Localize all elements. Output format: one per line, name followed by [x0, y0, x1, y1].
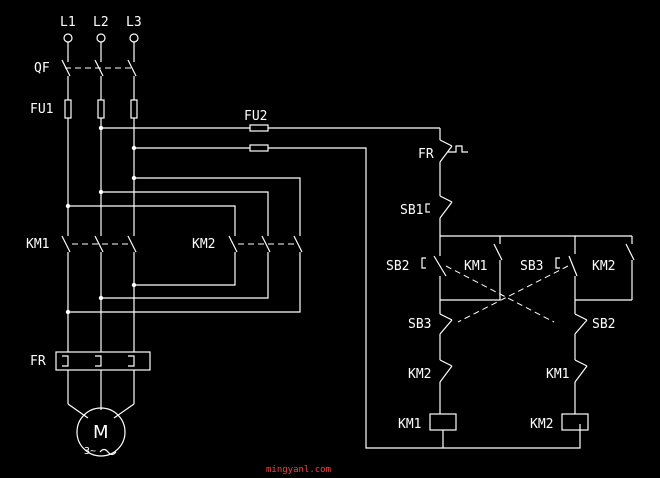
label-qf: QF [34, 61, 50, 76]
label-km1-main: KM1 [26, 237, 49, 252]
km2-main-contacts [228, 235, 303, 253]
label-km2-interlock: KM2 [408, 367, 431, 382]
label-fr-main: FR [30, 354, 46, 369]
label-km2-main: KM2 [192, 237, 215, 252]
thermal-relay-fr [55, 351, 151, 371]
label-sb2-mid: SB2 [592, 317, 615, 332]
fuse-fu2 [249, 124, 269, 132]
fr-nc-contact [439, 139, 468, 196]
label-sb3-mid: SB3 [408, 317, 431, 332]
km2-coil [561, 413, 589, 431]
breaker-qf [61, 42, 137, 100]
label-sb2-top: SB2 [386, 259, 409, 274]
label-km1-coil: KM1 [398, 417, 421, 432]
sb3-start-branch [555, 243, 635, 301]
terminal-l3 [129, 33, 139, 43]
label-km1-interlock: KM1 [546, 367, 569, 382]
terminal-l2 [96, 33, 106, 43]
label-fu2: FU2 [244, 109, 267, 124]
terminal-l1 [63, 33, 73, 43]
label-km2-aux: KM2 [592, 259, 615, 274]
sb2-start-branch [421, 236, 503, 301]
label-fu1: FU1 [30, 102, 53, 117]
motor-symbol [76, 407, 126, 457]
label-sb1: SB1 [400, 203, 423, 218]
label-km2-coil: KM2 [530, 417, 553, 432]
label-km1-aux: KM1 [464, 259, 487, 274]
power-circuit [55, 33, 303, 457]
watermark-text: mingyanl.com [266, 465, 331, 475]
labels: L1 L2 L3 QF FU1 FU2 KM1 KM2 FR M 3~ FR S… [26, 15, 615, 475]
label-fr-ctrl: FR [418, 147, 434, 162]
label-l1: L1 [60, 15, 76, 30]
label-l3: L3 [126, 15, 142, 30]
control-circuit [101, 124, 635, 449]
label-sb3-top: SB3 [520, 259, 543, 274]
label-motor: M [93, 422, 109, 443]
km1-main-contacts [61, 235, 137, 253]
fuses-fu1 [64, 99, 138, 119]
label-l2: L2 [93, 15, 109, 30]
km1-coil [429, 413, 457, 431]
label-motor-phase: 3~ [84, 446, 96, 457]
sb1-stop-button [425, 195, 453, 236]
